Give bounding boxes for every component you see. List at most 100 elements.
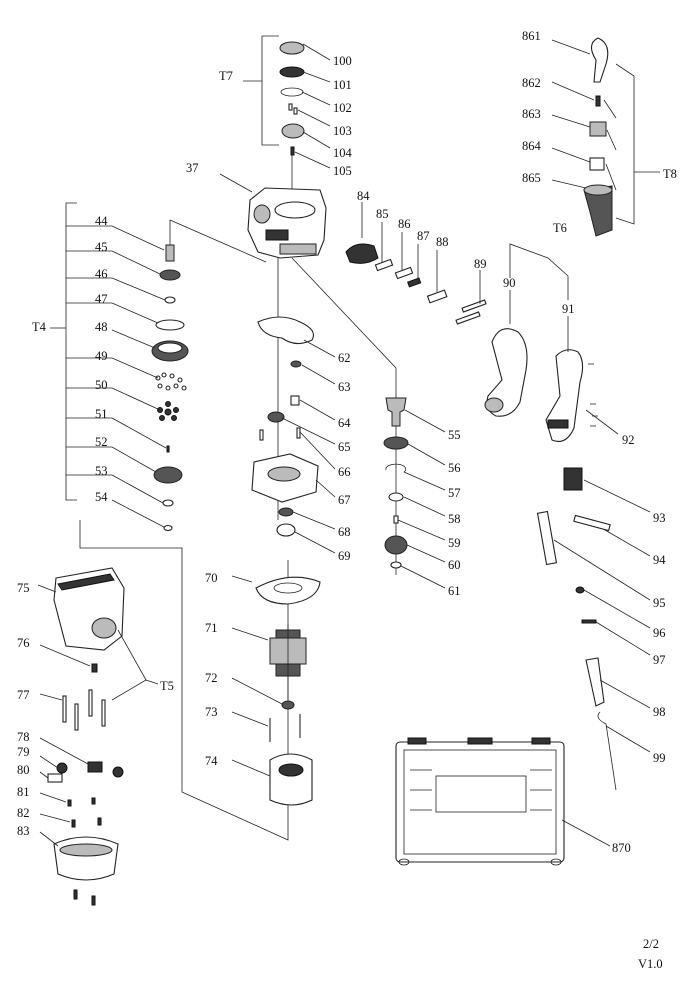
motor-stack: 70 71 72 73 74 xyxy=(79,520,321,841)
part-number-45: 45 xyxy=(95,240,108,254)
part-number-105: 105 xyxy=(333,164,352,178)
part-94-cable-tie xyxy=(573,514,611,532)
part-77-screws xyxy=(62,689,106,731)
part-number-86: 86 xyxy=(398,217,411,231)
part-number-865: 865 xyxy=(522,171,541,185)
part-number-57: 57 xyxy=(448,486,461,500)
part-number-87: 87 xyxy=(417,229,430,243)
part-47-disc xyxy=(155,319,185,331)
part-96-nut xyxy=(575,586,585,594)
part-46-washer xyxy=(164,296,176,304)
page-number: 2/2 xyxy=(643,937,659,951)
part-number-49: 49 xyxy=(95,349,108,363)
part-number-870: 870 xyxy=(612,841,631,855)
part-84-switch-button xyxy=(345,243,379,264)
part-number-66: 66 xyxy=(338,465,351,479)
part-number-52: 52 xyxy=(95,435,108,449)
part-64-sleeve xyxy=(290,395,300,406)
part-60-gear xyxy=(384,535,408,555)
part-69-seal xyxy=(276,523,296,537)
part-number-102: 102 xyxy=(333,101,352,115)
part-55-spindle xyxy=(385,397,407,427)
part-number-103: 103 xyxy=(333,124,352,138)
part-49-pins xyxy=(155,372,187,391)
version-label: V1.0 xyxy=(638,957,663,971)
part-72-bearing xyxy=(281,700,295,710)
part-number-81: 81 xyxy=(17,785,30,799)
part-87-spring xyxy=(407,277,422,288)
part-number-63: 63 xyxy=(338,380,351,394)
part-number-104: 104 xyxy=(333,146,353,160)
part-number-64: 64 xyxy=(338,416,351,430)
part-number-862: 862 xyxy=(522,76,541,90)
part-58-washer xyxy=(388,492,404,502)
part-78-brush-holder xyxy=(87,761,103,773)
group-t5: 75 T5 76 77 78 79 80 81 82 83 xyxy=(17,567,174,906)
group-t8: T8 861 862 863 864 865 xyxy=(522,29,677,237)
part-number-44: 44 xyxy=(95,214,108,228)
group-label-t7: T7 xyxy=(219,69,233,83)
part-63-bushing xyxy=(290,360,302,368)
part-81-screw xyxy=(67,799,72,807)
part-105-screw xyxy=(290,146,295,156)
part-number-88: 88 xyxy=(436,235,449,249)
group-label-t5: T5 xyxy=(160,679,174,693)
part-number-37: 37 xyxy=(186,161,199,175)
part-number-77: 77 xyxy=(17,688,30,702)
group-t7: T7 100 101 102 103 104 105 xyxy=(219,35,353,196)
part-number-62: 62 xyxy=(338,351,351,365)
part-number-101: 101 xyxy=(333,78,352,92)
part-70-fan-baffle xyxy=(255,576,321,605)
part-number-76: 76 xyxy=(17,636,30,650)
part-number-60: 60 xyxy=(448,558,461,572)
part-number-99: 99 xyxy=(653,751,666,765)
part-862-screw xyxy=(595,95,601,107)
part-number-70: 70 xyxy=(205,571,218,585)
part-61-ring xyxy=(390,561,402,569)
part-number-46: 46 xyxy=(95,267,108,281)
carrying-case: 870 xyxy=(395,737,631,866)
part-861-strap xyxy=(590,37,609,83)
part-number-100: 100 xyxy=(333,54,352,68)
part-number-89: 89 xyxy=(474,257,487,271)
part-50-star xyxy=(157,401,179,421)
part-102-ring xyxy=(280,87,304,97)
part-number-71: 71 xyxy=(205,621,218,635)
part-59-pin xyxy=(393,515,399,524)
part-number-80: 80 xyxy=(17,763,30,777)
group-label-t4: T4 xyxy=(32,320,47,334)
part-number-75: 75 xyxy=(17,581,30,595)
part-number-50: 50 xyxy=(95,378,108,392)
group-t6: T6 90 91 92 xyxy=(484,221,635,447)
part-number-78: 78 xyxy=(17,730,30,744)
gear-housing-37: 37 xyxy=(186,161,327,259)
part-number-79: 79 xyxy=(17,745,30,759)
part-number-54: 54 xyxy=(95,490,108,504)
part-57-circlip xyxy=(385,463,407,473)
part-number-47: 47 xyxy=(95,292,108,306)
part-number-91: 91 xyxy=(562,302,575,316)
part-number-864: 864 xyxy=(522,139,542,153)
group-label-t6: T6 xyxy=(553,221,567,235)
part-82-screw xyxy=(71,819,76,828)
part-100-cap xyxy=(279,41,305,55)
part-number-55: 55 xyxy=(448,428,461,442)
part-number-51: 51 xyxy=(95,407,108,421)
part-80-brush xyxy=(47,773,63,783)
part-97-screw xyxy=(581,619,597,624)
part-number-48: 48 xyxy=(95,320,108,334)
part-number-84: 84 xyxy=(357,189,370,203)
part-number-72: 72 xyxy=(205,671,218,685)
part-number-83: 83 xyxy=(17,824,30,838)
group-label-t8: T8 xyxy=(663,167,677,181)
part-65-bearing xyxy=(267,411,285,423)
part-number-85: 85 xyxy=(376,207,389,221)
center-bearing-stack: 62 63 64 65 66 67 68 69 xyxy=(251,258,351,563)
part-number-65: 65 xyxy=(338,440,351,454)
part-89-rod xyxy=(455,311,481,325)
part-83-end-cap xyxy=(53,836,119,881)
part-44-shaft xyxy=(165,244,175,262)
part-864-block xyxy=(589,157,605,171)
part-99-wire xyxy=(597,711,617,791)
